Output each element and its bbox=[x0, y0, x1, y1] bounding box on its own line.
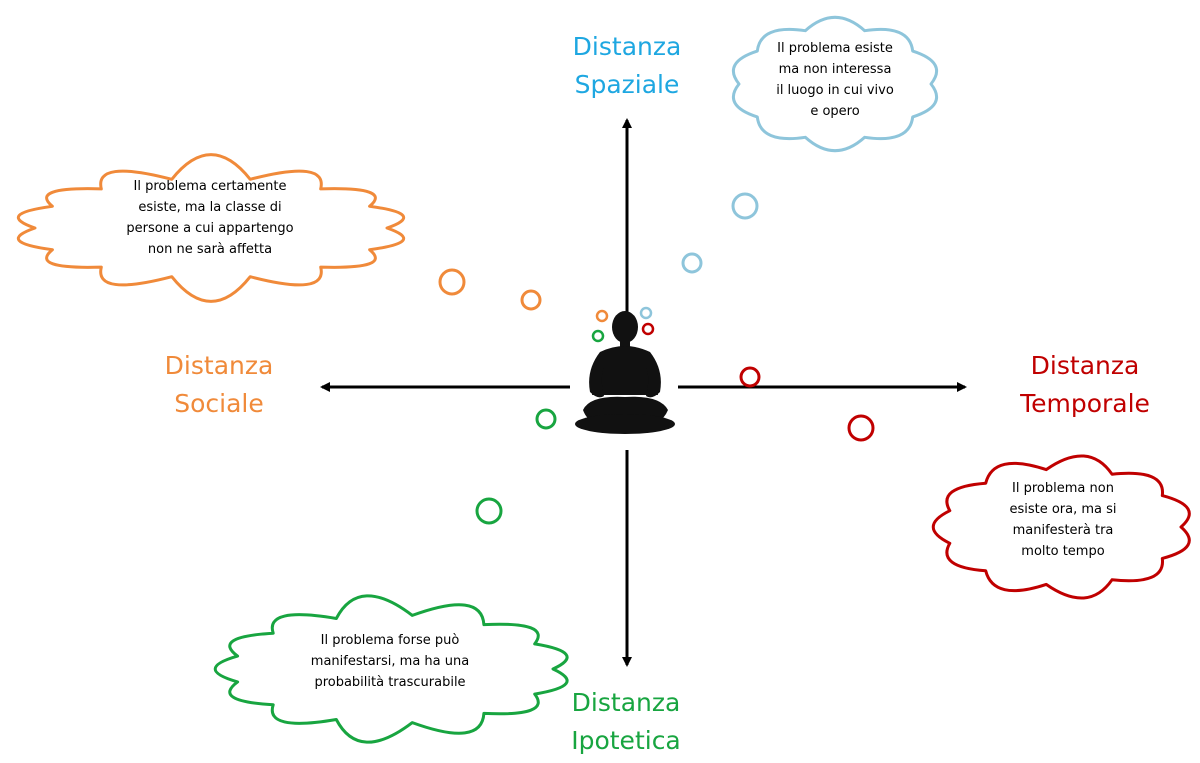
thought-circle-social-small bbox=[595, 309, 609, 323]
cloud-social-line: non ne sarà affetta bbox=[147, 242, 273, 257]
cloud-temporal-line: molto tempo bbox=[1021, 544, 1105, 559]
cloud-temporal-line: manifesterà tra bbox=[1012, 523, 1114, 538]
cloud-temporal-shape bbox=[931, 454, 1191, 600]
thought-circle-temporal-medium bbox=[739, 366, 761, 388]
cloud-spatial-line: il luogo in cui vivo bbox=[776, 83, 894, 98]
thought-circle-hypothetical-large bbox=[475, 497, 503, 525]
axis-label-temporal: Distanza Temporale bbox=[1000, 347, 1170, 423]
thought-circle-social-medium bbox=[520, 289, 542, 311]
thought-circle-temporal-large bbox=[847, 414, 875, 442]
cloud-hypothetical-line: Il problema forse può bbox=[320, 633, 460, 648]
cloud-spatial-shape bbox=[732, 15, 938, 153]
axis-label-temporal-line1: Distanza bbox=[1030, 351, 1140, 380]
axis-label-hypothetical-line1: Distanza bbox=[571, 688, 681, 717]
axis-label-hypothetical: Distanza Ipotetica bbox=[546, 684, 706, 760]
cloud-hypothetical-shape bbox=[213, 594, 569, 744]
cloud-text-temporal: Il problema non esiste ora, ma si manife… bbox=[983, 478, 1143, 562]
cloud-hypothetical-line: probabilità trascurabile bbox=[314, 675, 466, 690]
thought-circle-hypothetical-small bbox=[591, 329, 605, 343]
clouds-layer bbox=[16, 15, 1191, 744]
cloud-spatial-line: e opero bbox=[810, 104, 860, 119]
cloud-spatial-line: Il problema esiste bbox=[777, 41, 893, 56]
thought-circle-spatial-large bbox=[731, 192, 759, 220]
cloud-social-line: persone a cui appartengo bbox=[126, 221, 294, 236]
cloud-social-line: Il problema certamente bbox=[133, 179, 287, 194]
axis-label-temporal-line2: Temporale bbox=[1020, 389, 1150, 418]
cloud-text-hypothetical: Il problema forse può manifestarsi, ma h… bbox=[285, 630, 495, 693]
thought-circle-hypothetical-medium bbox=[535, 408, 557, 430]
axis-label-social: Distanza Sociale bbox=[139, 347, 299, 423]
axis-label-social-line2: Sociale bbox=[174, 389, 264, 418]
cloud-spatial-line: ma non interessa bbox=[778, 62, 892, 77]
cloud-text-spatial: Il problema esiste ma non interessa il l… bbox=[745, 38, 925, 122]
meditating-person-icon bbox=[575, 311, 675, 434]
thought-circle-temporal-small bbox=[641, 322, 655, 336]
axis-label-spatial-line2: Spaziale bbox=[574, 70, 680, 99]
thought-circle-spatial-small bbox=[639, 306, 653, 320]
axis-label-social-line1: Distanza bbox=[164, 351, 274, 380]
axis-label-spatial: Distanza Spaziale bbox=[547, 28, 707, 104]
cloud-text-social: Il problema certamente esiste, ma la cla… bbox=[100, 176, 320, 260]
thought-circle-social-large bbox=[438, 268, 466, 296]
cloud-hypothetical-line: manifestarsi, ma ha una bbox=[310, 654, 470, 669]
axis-label-hypothetical-line2: Ipotetica bbox=[571, 726, 681, 755]
axis-label-spatial-line1: Distanza bbox=[572, 32, 682, 61]
cloud-temporal-line: Il problema non bbox=[1012, 481, 1114, 496]
cloud-social-shape bbox=[16, 153, 406, 303]
thought-circle-spatial-medium bbox=[681, 252, 703, 274]
cloud-temporal-line: esiste ora, ma si bbox=[1009, 502, 1117, 517]
cloud-social-line: esiste, ma la classe di bbox=[138, 200, 282, 215]
